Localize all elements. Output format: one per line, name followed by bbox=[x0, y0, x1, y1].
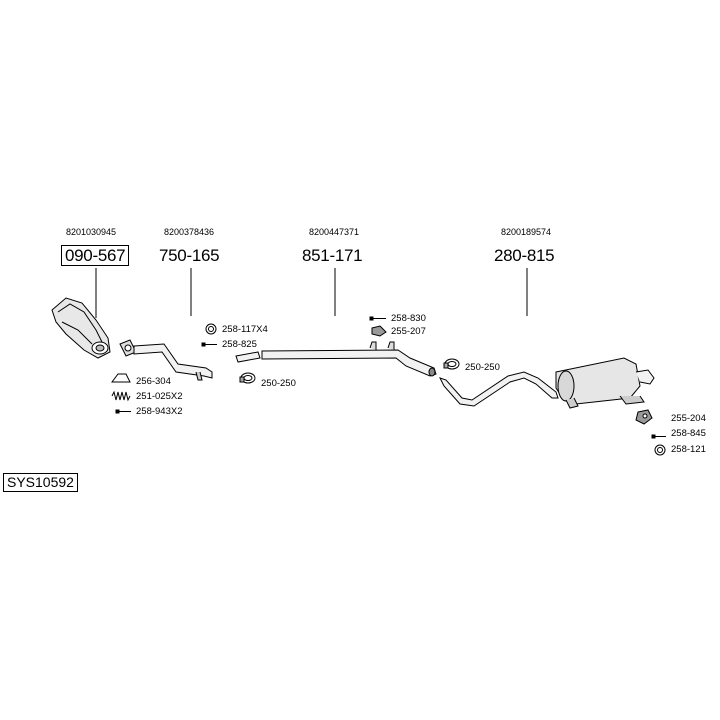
accessory-label[interactable]: 258-825 bbox=[222, 339, 257, 350]
accessory-label[interactable]: 258-845 bbox=[671, 428, 706, 439]
oem-number-front-pipe: 8200378436 bbox=[164, 227, 215, 237]
bolt-icon bbox=[651, 434, 666, 439]
spring-icon bbox=[111, 390, 131, 402]
accessory-label[interactable]: 258-943X2 bbox=[136, 406, 183, 417]
catalytic-converter-icon bbox=[51, 297, 111, 359]
rubber-hanger-icon bbox=[635, 409, 653, 425]
clamp-icon bbox=[443, 358, 460, 370]
rubber-hanger-icon bbox=[111, 373, 131, 383]
part-number-rear-silencer[interactable]: 280-815 bbox=[494, 246, 555, 265]
accessory-label[interactable]: 256-304 bbox=[136, 376, 171, 387]
exhaust-pipe-icon bbox=[133, 343, 213, 381]
accessory-label[interactable]: 250-250 bbox=[261, 378, 296, 389]
accessory-label[interactable]: 255-207 bbox=[391, 326, 426, 337]
silencer-icon bbox=[439, 357, 655, 409]
accessory-label[interactable]: 258-830 bbox=[391, 313, 426, 324]
gasket-ring-icon bbox=[205, 323, 217, 335]
accessory-label[interactable]: 258-117X4 bbox=[222, 324, 268, 335]
flange-gasket-icon bbox=[119, 339, 137, 357]
bolt-icon bbox=[201, 342, 217, 347]
system-code: SYS10592 bbox=[3, 473, 78, 492]
part-number-front-pipe[interactable]: 750-165 bbox=[159, 246, 220, 265]
part-number-catalyst[interactable]: 090-567 bbox=[61, 245, 130, 266]
oem-number-catalyst: 8201030945 bbox=[66, 227, 117, 237]
accessory-label[interactable]: 258-121 bbox=[671, 444, 706, 455]
oem-number-rear-silencer: 8200189574 bbox=[501, 227, 552, 237]
part-number-middle-pipe[interactable]: 851-171 bbox=[302, 246, 363, 265]
oem-number-middle-pipe: 8200447371 bbox=[309, 227, 360, 237]
middle-pipe-icon bbox=[261, 341, 437, 377]
clamp-icon bbox=[239, 372, 256, 384]
rubber-hanger-icon bbox=[371, 325, 387, 337]
bolt-icon bbox=[115, 409, 131, 414]
accessory-label[interactable]: 251-025X2 bbox=[136, 391, 183, 402]
bolt-icon bbox=[369, 316, 386, 321]
connector-pipe-icon bbox=[235, 351, 261, 363]
gasket-ring-icon bbox=[654, 444, 666, 456]
accessory-label[interactable]: 255-204 bbox=[671, 413, 706, 424]
accessory-label[interactable]: 250-250 bbox=[465, 362, 500, 373]
